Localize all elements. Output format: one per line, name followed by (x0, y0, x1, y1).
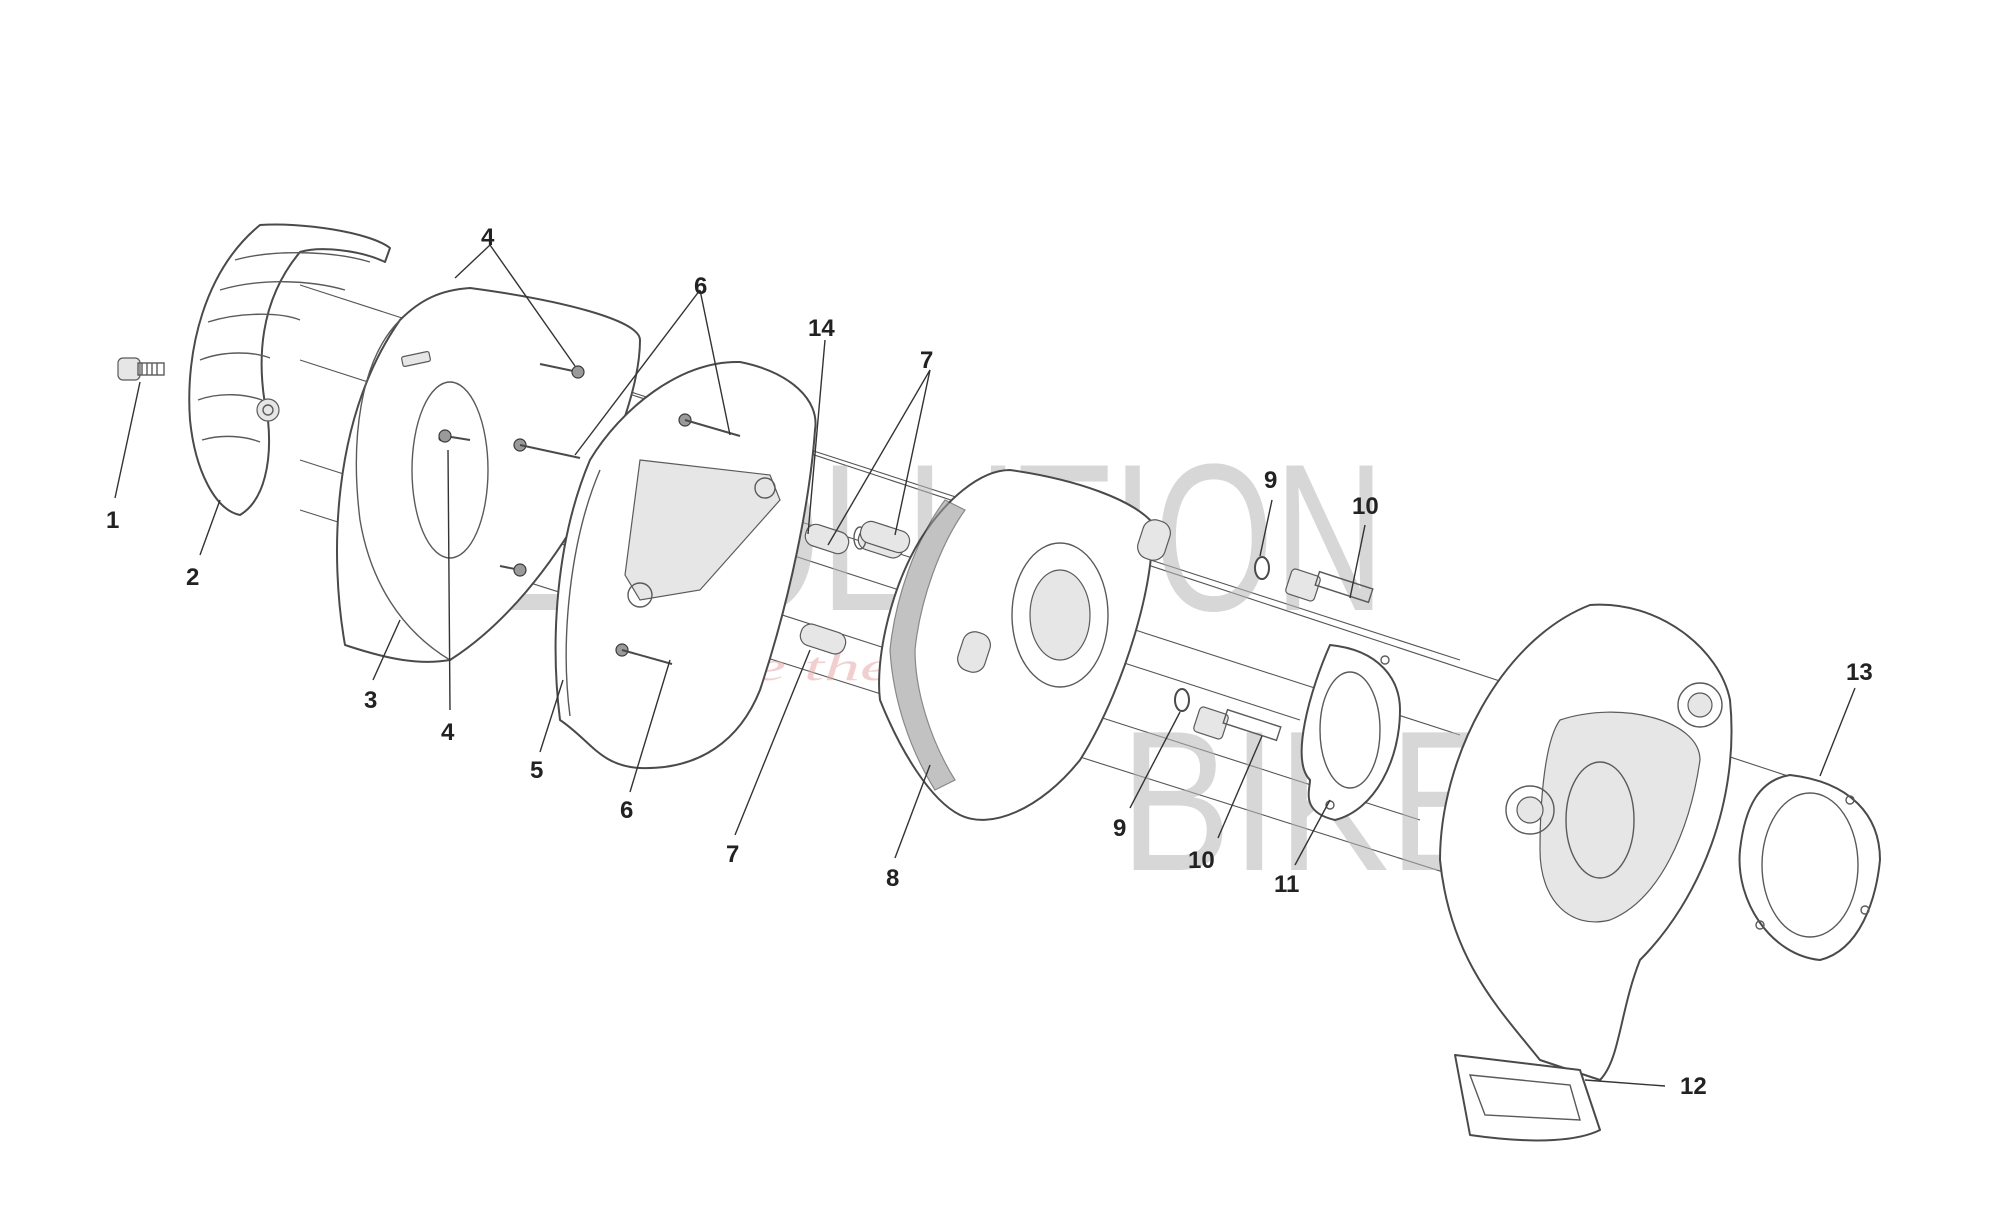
part-1-screw (117, 357, 165, 381)
stud-10-upper (1285, 568, 1374, 604)
callout-10-top: 10 (1352, 493, 1379, 520)
part-4-screws (438, 363, 585, 577)
callout-7-bottom: 7 (726, 841, 739, 868)
callout-4-bottom: 4 (441, 719, 455, 746)
screw-4-mid (438, 429, 471, 443)
callout-10-bottom: 10 (1188, 847, 1215, 874)
callout-6-top: 6 (694, 273, 707, 300)
part-10-studs (1193, 568, 1374, 742)
spacer-7-right (859, 520, 911, 554)
part-12-rear-housing (1439, 603, 1733, 1142)
callout-13: 13 (1846, 659, 1873, 686)
callout-11: 11 (1274, 871, 1299, 898)
part-9-orings (1174, 556, 1270, 712)
bolt-6-top (678, 413, 741, 437)
callout-9-top: 9 (1264, 467, 1277, 494)
screw-4-top (539, 363, 585, 379)
callout-3: 3 (364, 687, 377, 714)
part-5-backing-plate (554, 360, 817, 770)
callout-2: 2 (186, 564, 199, 591)
callout-7-top: 7 (920, 347, 933, 374)
callout-4-top: 4 (481, 224, 495, 251)
oring-9-upper (1254, 556, 1270, 580)
part-3-housing (336, 287, 641, 663)
callout-12: 12 (1680, 1073, 1707, 1100)
part-14-sleeve (804, 523, 850, 555)
part-8-filter-element (878, 469, 1171, 821)
stud-10-lower (1193, 706, 1282, 742)
callout-14: 14 (808, 315, 835, 342)
oring-9-lower (1174, 688, 1190, 712)
callout-8: 8 (886, 865, 899, 892)
part-6-bolts (513, 413, 741, 665)
leader-lines (114, 244, 1856, 1087)
part-13-gasket (1738, 774, 1881, 961)
part-2-outer-cover (188, 223, 391, 516)
screw-4-bottom (499, 563, 527, 577)
bolt-6-upper (513, 438, 581, 459)
part-7-spacers (799, 520, 911, 655)
callout-1: 1 (106, 507, 119, 534)
callout-labels: 1 2 3 4 4 5 6 6 7 7 8 9 9 10 10 11 12 13… (106, 224, 1873, 1100)
callout-5: 5 (530, 757, 543, 784)
callout-9-bottom: 9 (1113, 815, 1126, 842)
spacer-7-lower (799, 623, 847, 655)
callout-6-bottom: 6 (620, 797, 633, 824)
bolt-6-lower (615, 643, 673, 665)
